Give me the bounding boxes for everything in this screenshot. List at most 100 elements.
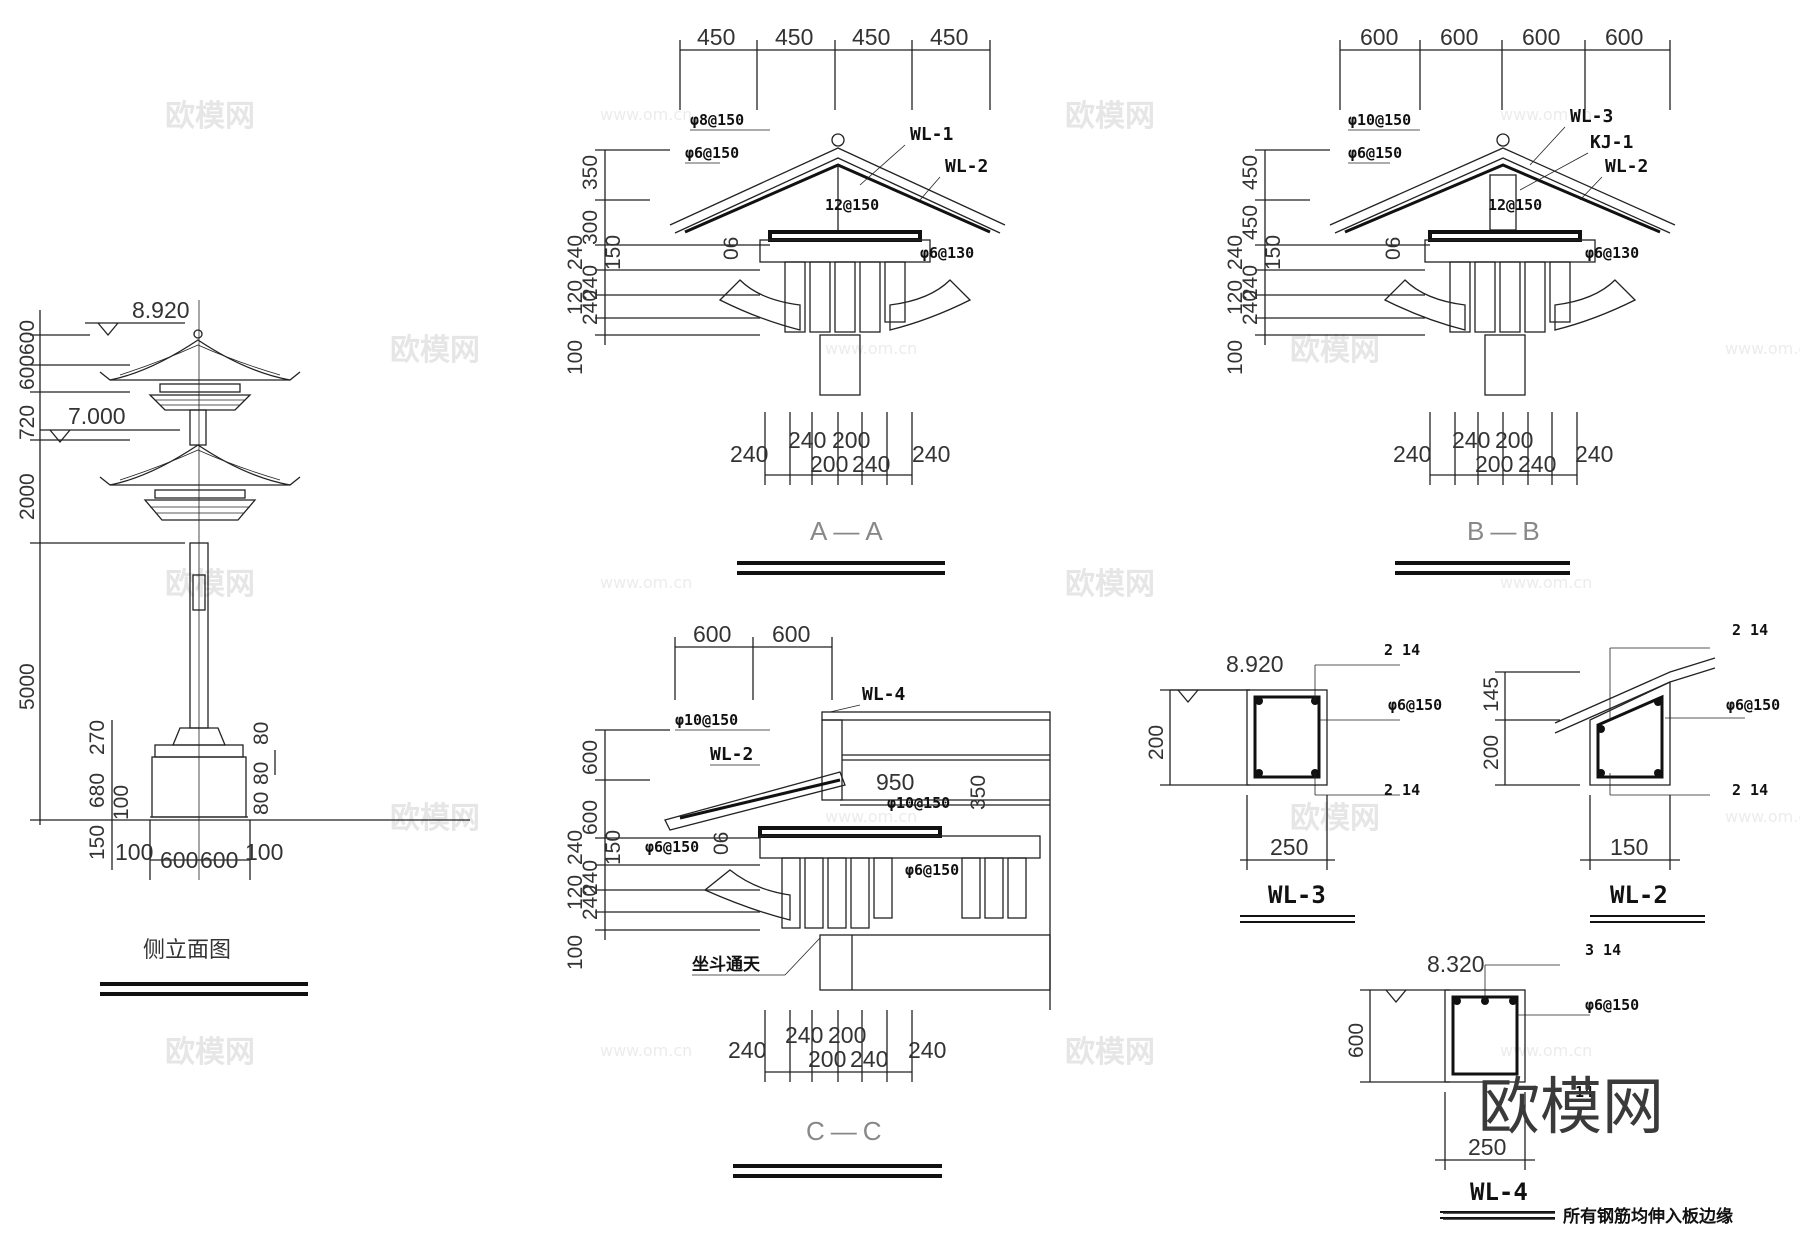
watermark-brand: 欧模网	[165, 99, 255, 134]
watermark-url: www.om.cn	[600, 105, 692, 124]
rebar-label: φ6@130	[1585, 244, 1639, 262]
beam-label: WL-3	[1570, 106, 1613, 127]
dim-left: 450	[1239, 205, 1262, 240]
dim-bottom: 200	[808, 1046, 846, 1072]
dim-left: 240	[564, 235, 587, 270]
dim-slope: 06	[710, 832, 733, 855]
wl3-top-bars: 2 14	[1384, 641, 1420, 659]
note-zuodou: 坐斗通天	[692, 955, 761, 975]
dim-left: 240	[579, 885, 602, 920]
dim-top: 450	[930, 24, 968, 50]
upper-roof	[99, 329, 301, 411]
wl2-width: 150	[1610, 834, 1648, 860]
dim-bottom: 240	[908, 1037, 946, 1063]
dim-left: 600	[579, 740, 602, 775]
dim-bottom: 240	[1518, 451, 1556, 477]
watermark-url: www.om.cn	[600, 573, 692, 592]
rebar-label: φ8@150	[690, 111, 744, 129]
rebar-label: φ10@150	[675, 711, 738, 729]
dim-small: 80	[250, 722, 273, 745]
dim-bottom: 240	[1575, 441, 1613, 467]
side-elevation: 8.920 7.000 600 600 720 2000 5000 270 68…	[16, 297, 470, 996]
elevation-marker-top: 8.920	[85, 297, 190, 337]
dim-h: 100	[115, 839, 153, 865]
dim-v: 150	[86, 825, 109, 860]
wl4-elev: 8.320	[1427, 951, 1485, 977]
note-block: 所有钢筋均伸入板边缘	[1443, 1206, 1733, 1227]
watermark-url: www.om.cn	[1500, 105, 1592, 124]
dim-left: 240	[564, 830, 587, 865]
dim-top: 600	[772, 621, 810, 647]
dim-left: 350	[579, 155, 602, 190]
bracket-set	[718, 239, 972, 396]
dim-bottom: 200	[810, 451, 848, 477]
watermark-brand: 欧模网	[1290, 333, 1380, 368]
dim-left: 240	[1239, 265, 1262, 300]
watermark-brand: 欧模网	[1065, 1035, 1155, 1070]
dim-left: 240	[579, 860, 602, 895]
dim-left: 120	[1224, 280, 1247, 315]
watermark-url: www.om.cn	[1500, 1041, 1592, 1060]
wl4-width: 250	[1468, 1134, 1506, 1160]
dim-bottom: 240	[850, 1046, 888, 1072]
watermark-brand: 欧模网	[390, 801, 480, 836]
wl4-bottom-bars: 14	[1575, 1083, 1593, 1101]
wl4-height: 600	[1345, 1023, 1368, 1058]
beam-label: WL-2	[1605, 156, 1648, 177]
watermark-layer: 欧模网 欧模网 欧模网 欧模网 欧模网 欧模网 欧模网 欧模网 欧模网 欧模网 …	[165, 99, 1800, 1070]
watermark-corner: 欧模网	[1478, 1070, 1664, 1143]
dim-left: 150	[602, 235, 625, 270]
dim-left: 100	[564, 935, 587, 970]
dim-bottom: 240	[785, 1022, 823, 1048]
dim-bottom: 200	[1475, 451, 1513, 477]
watermark-url: www.om.cn	[825, 807, 917, 826]
dim-left: 240	[579, 290, 602, 325]
wl2-name: WL-2	[1610, 881, 1668, 909]
dim-left: 120	[564, 875, 587, 910]
dim-left: 450	[1239, 155, 1262, 190]
wl4-stirrup: φ6@150	[1585, 996, 1639, 1014]
watermark-brand: 欧模网	[1290, 801, 1380, 836]
dim-left: 120	[564, 280, 587, 315]
dim-bottom: 200	[1495, 427, 1533, 453]
dim-v: 720	[16, 405, 39, 440]
dim-v: 600	[16, 320, 39, 355]
dim-top: 600	[1440, 24, 1478, 50]
beam-label: KJ-1	[1590, 132, 1633, 153]
watermark-url: www.om.cn	[600, 1041, 692, 1060]
wl3-name: WL-3	[1268, 881, 1326, 909]
dim-950: 950	[876, 769, 914, 795]
rebar-label: φ6@150	[645, 838, 699, 856]
dim-left: 600	[579, 800, 602, 835]
dim-top: 450	[697, 24, 735, 50]
watermark-url: www.om.cn	[1500, 573, 1592, 592]
section-bb: 600 600 600 600 φ10@150 φ6@150 12@150 φ6…	[1224, 24, 1676, 575]
watermark-brand: 欧模网	[165, 567, 255, 602]
section-cc: 600 600 φ10@150 φ6@150 φ6@15	[564, 621, 1051, 1178]
dim-top: 450	[852, 24, 890, 50]
lower-roof	[99, 409, 301, 521]
dim-v: 270	[86, 720, 109, 755]
beam-label: WL-4	[862, 684, 906, 705]
wl3-height: 200	[1145, 725, 1168, 760]
wl2-bottom-bars: 2 14	[1732, 781, 1768, 799]
dim-bottom: 240	[788, 427, 826, 453]
bracket-set	[1383, 239, 1637, 396]
dim-top: 600	[693, 621, 731, 647]
section-title: A—A	[810, 516, 889, 546]
dim-bottom: 240	[730, 441, 768, 467]
dim-bottom: 240	[912, 441, 950, 467]
dim-v: 100	[110, 785, 133, 820]
detail-wl3: 8.920 200 2 14 φ6@150 2 14 250 WL-3	[1145, 641, 1442, 923]
dim-h: 600	[160, 847, 198, 873]
rebar-label: φ10@150	[887, 794, 950, 812]
beam-label: WL-1	[910, 124, 953, 145]
dim-h: 100	[245, 839, 283, 865]
wl2-top-bars: 2 14	[1732, 621, 1768, 639]
wl2-height-b: 200	[1480, 735, 1503, 770]
dim-left: 150	[1262, 235, 1285, 270]
watermark-brand: 欧模网	[1065, 99, 1155, 134]
dim-left: 300	[579, 210, 602, 245]
bracket-set	[703, 720, 1051, 1010]
